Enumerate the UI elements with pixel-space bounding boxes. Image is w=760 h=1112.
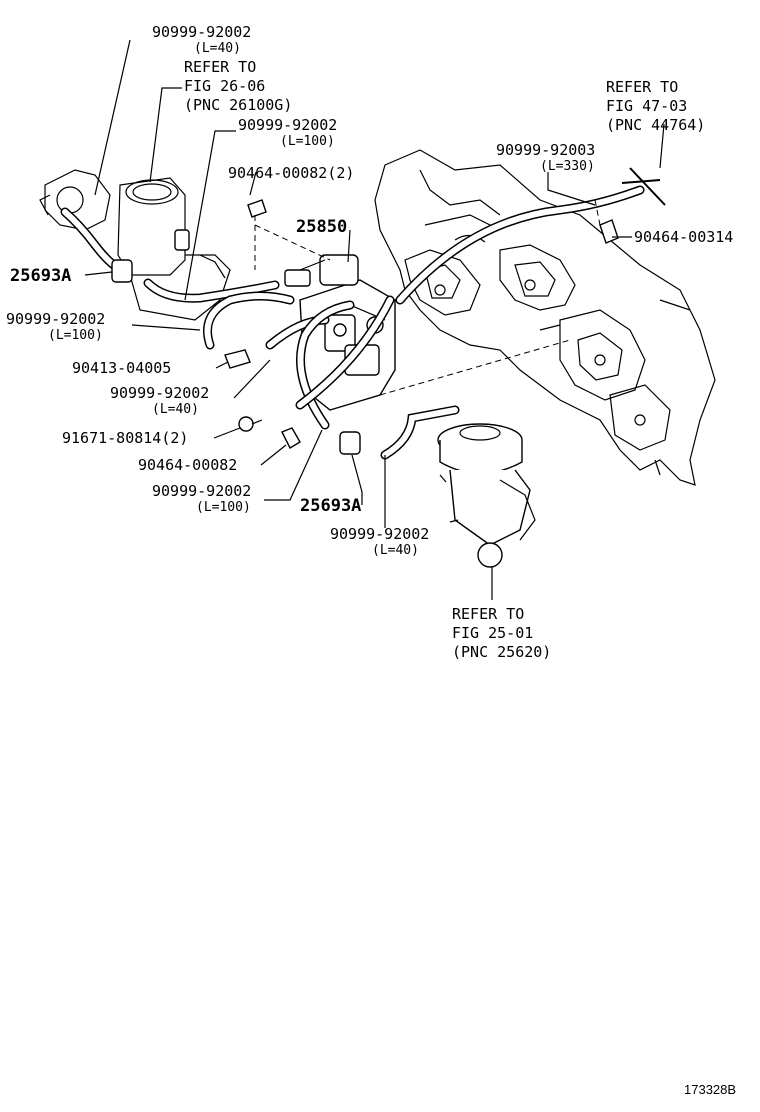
label-refer-fig-25-line1: REFER TO: [452, 605, 524, 623]
label-refer-fig-47-line3: (PNC 44764): [606, 116, 705, 134]
label-hose-left-100-length: (L=100): [48, 328, 103, 343]
label-hose-bottom-40-length: (L=40): [372, 543, 419, 558]
label-hose-330: 90999-92003: [496, 141, 595, 159]
throttle-body: [39, 169, 231, 321]
label-filter-right: 25693A: [300, 496, 361, 516]
leader-lines: [84, 39, 665, 600]
label-refer-fig-47-line1: REFER TO: [606, 78, 678, 96]
label-hose-left-100: 90999-92002: [6, 310, 105, 328]
dashed-guides: [254, 199, 601, 396]
label-hose-mid-40-length: (L=40): [152, 402, 199, 417]
label-union: 90413-04005: [72, 359, 171, 377]
label-hose-330-length: (L=330): [540, 159, 595, 174]
label-hose-top-left-length: (L=40): [194, 41, 241, 56]
engine-block: [374, 149, 716, 486]
label-refer-fig-26-line1: REFER TO: [184, 58, 256, 76]
label-hose-top-left: 90999-92002: [152, 23, 251, 41]
label-refer-fig-25-line3: (PNC 25620): [452, 643, 551, 661]
label-refer-fig-47-line2: FIG 47-03: [606, 97, 687, 115]
label-refer-fig-26-line2: FIG 26-06: [184, 77, 265, 95]
label-valve-25850: 25850: [296, 217, 347, 237]
label-hose-100-top-length: (L=100): [280, 134, 335, 149]
small-parts: [111, 167, 666, 455]
label-clip-2: 90464-00082(2): [228, 164, 354, 182]
egr-valve: [437, 423, 536, 568]
label-filter-left: 25693A: [10, 266, 71, 286]
label-refer-fig-26-line3: (PNC 26100G): [184, 96, 292, 114]
label-hose-mid-40: 90999-92002: [110, 384, 209, 402]
part-labels: 90999-92002 (L=40) REFER TO FIG 26-06 (P…: [6, 23, 736, 1097]
label-refer-fig-25-line2: FIG 25-01: [452, 624, 533, 642]
label-hose-bottom-100: 90999-92002: [152, 482, 251, 500]
label-hose-bottom-100-length: (L=100): [196, 500, 251, 515]
label-hose-bottom-40: 90999-92002: [330, 525, 429, 543]
figure-id: 173328B: [684, 1082, 736, 1097]
label-clip-single: 90464-00082: [138, 456, 237, 474]
label-clip-00314: 90464-00314: [634, 228, 733, 246]
label-bolt: 91671-80814(2): [62, 429, 188, 447]
label-hose-100-top: 90999-92002: [238, 116, 337, 134]
